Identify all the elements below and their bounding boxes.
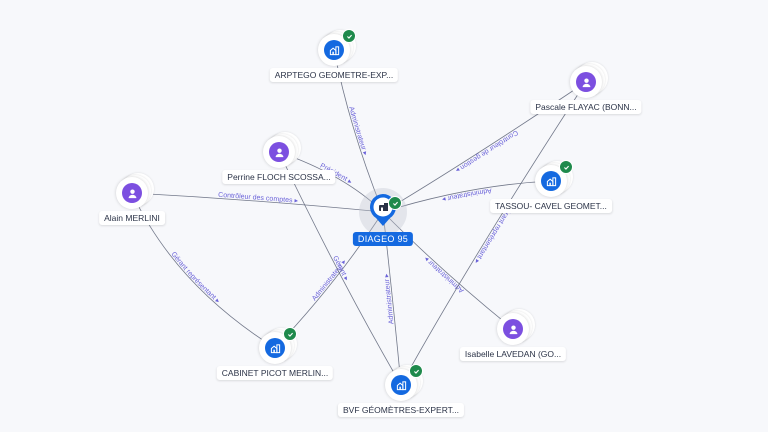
edge-label: Administrateur ▸ — [347, 106, 369, 157]
person-avatar[interactable] — [497, 313, 529, 345]
building-icon-badge — [265, 338, 285, 358]
person-icon-badge — [269, 142, 289, 162]
edge-label: Contrôleur des comptes ▸ — [218, 192, 299, 205]
person-icon-badge — [503, 319, 523, 339]
node-label[interactable]: CABINET PICOT MERLIN... — [216, 366, 334, 380]
building-icon — [329, 45, 339, 55]
verified-check-icon — [409, 364, 423, 378]
node-label[interactable]: BVF GÉOMÈTRES-EXPERT... — [337, 403, 465, 417]
edge-label: Administrateur ▸ — [383, 273, 395, 325]
edge-alain-center — [131, 192, 384, 213]
center-node-label[interactable]: DIAGEO 95 — [352, 232, 414, 246]
company-avatar[interactable] — [259, 327, 297, 364]
company-avatar[interactable] — [535, 160, 573, 197]
building-icon — [546, 176, 556, 186]
company-avatar[interactable] — [385, 364, 423, 401]
person-avatar[interactable] — [116, 177, 148, 209]
verified-check-icon — [283, 327, 297, 341]
person-icon — [509, 324, 517, 334]
person-avatar[interactable] — [570, 66, 602, 98]
edge-tassou-center — [382, 180, 552, 213]
edge-label: Gérant représentant ▸ — [170, 251, 222, 305]
company-avatar[interactable] — [318, 29, 356, 66]
person-avatar[interactable] — [263, 136, 295, 168]
person-icon — [582, 77, 590, 87]
building-icon-badge — [391, 375, 411, 395]
building-icon-badge — [541, 171, 561, 191]
edge-label: Administrateur ▸ — [423, 254, 466, 293]
building-icon-badge — [324, 40, 344, 60]
building-icon — [379, 203, 388, 211]
edge-label: Administrateur ▸ — [441, 186, 492, 202]
verified-check-icon — [388, 196, 402, 210]
map-pin-icon — [370, 194, 396, 226]
edge-perrine-bvf — [278, 151, 402, 386]
person-icon — [128, 188, 136, 198]
person-icon-badge — [576, 72, 596, 92]
edge-label: Contrôleur de gestion ▸ — [454, 128, 519, 173]
verified-check-icon — [559, 160, 573, 174]
person-icon — [275, 147, 283, 157]
building-icon — [270, 343, 280, 353]
node-label[interactable]: ARPTEGO GEOMETRE-EXP... — [269, 68, 399, 82]
verified-check-icon — [342, 29, 356, 43]
node-label[interactable]: Isabelle LAVEDAN (GO... — [459, 347, 567, 361]
node-label[interactable]: Pascale FLAYAC (BONN... — [530, 100, 642, 114]
node-label[interactable]: TASSOU- CAVEL GEOMET... — [490, 199, 612, 213]
building-icon — [396, 380, 406, 390]
person-icon-badge — [122, 183, 142, 203]
edge-isabelle-center — [382, 211, 514, 330]
node-label[interactable]: Perrine FLOCH SCOSSA... — [222, 170, 336, 184]
edge-pascale-bvf — [400, 81, 587, 386]
node-label[interactable]: Alain MERLINI — [99, 211, 165, 225]
